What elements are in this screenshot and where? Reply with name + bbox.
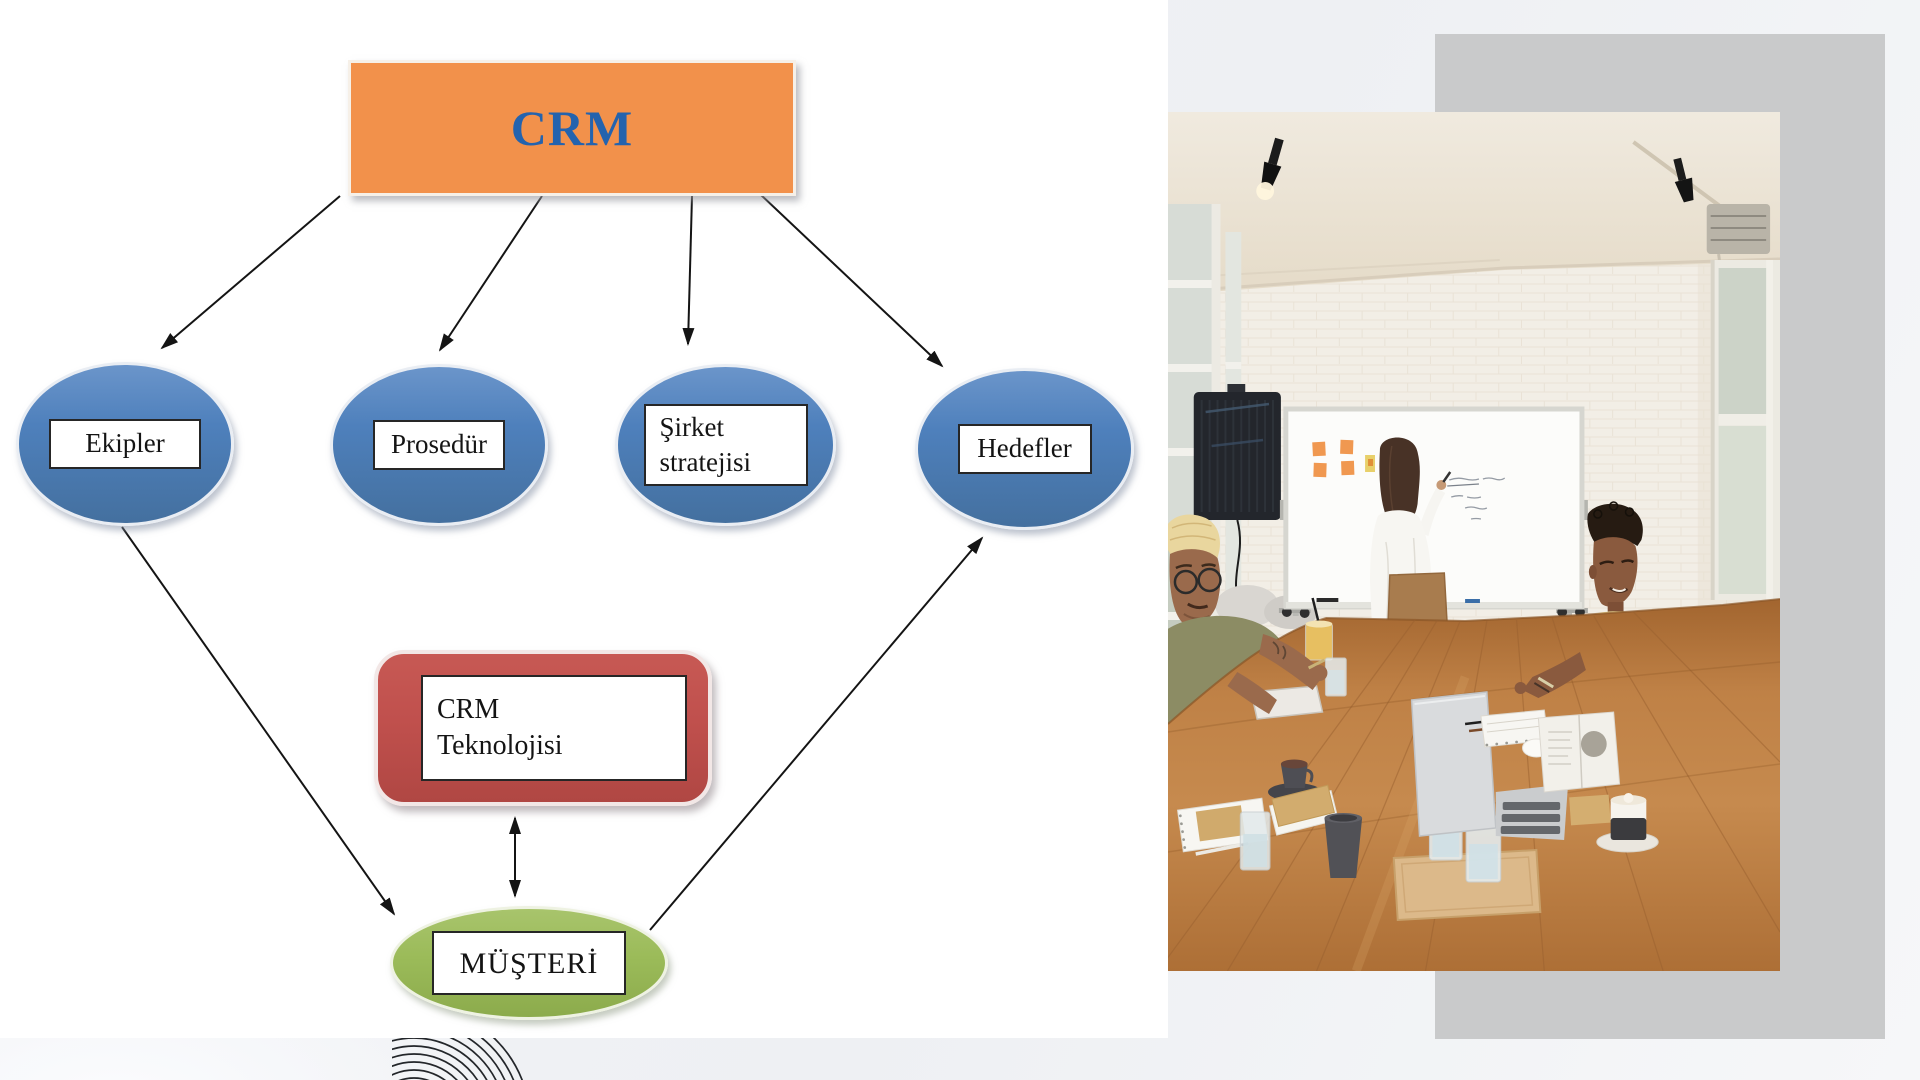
sirket-label-line2: stratejisi: [659, 447, 751, 477]
edge-crm-ekipler: [160, 195, 341, 350]
paper-cup: [1324, 813, 1363, 878]
crm-teknolojisi-line2: Teknolojisi: [437, 730, 563, 761]
juice-glass: [1305, 597, 1333, 661]
sirket-label-line1: Şirket: [659, 411, 725, 442]
zigzag-mug: [1596, 793, 1659, 853]
table-objects: [1176, 597, 1659, 922]
ekipler-label: Ekipler: [85, 428, 165, 459]
hedefler-label: Hedefler: [977, 433, 1072, 464]
node-hedefler: Hedefler: [915, 368, 1134, 530]
node-crm-root: CRM: [348, 60, 796, 196]
diagram-panel: CRM Ekipler Prosedür Şirket stratejisi H…: [16, 60, 1134, 1020]
node-prosedur: Prosedür: [330, 364, 548, 526]
node-musteri: MÜŞTERİ: [390, 906, 668, 1020]
card-stack: [1268, 784, 1339, 836]
track-light-right: [1673, 157, 1694, 203]
water-glass-b: [1239, 811, 1271, 871]
node-ekipler: Ekipler: [16, 362, 234, 526]
node-sirket-stratejisi: Şirket stratejisi: [615, 364, 836, 526]
ceiling: [1168, 112, 1780, 295]
musteri-label-box: MÜŞTERİ: [432, 931, 626, 995]
ekipler-label-box: Ekipler: [49, 419, 201, 469]
musteri-label: MÜŞTERİ: [459, 946, 599, 980]
edge-crm-prosedur: [438, 195, 543, 352]
edge-crm-sirket: [682, 195, 695, 346]
sirket-label-box: Şirket stratejisi: [643, 404, 808, 486]
prosedur-label: Prosedür: [391, 429, 487, 460]
whiteboard-writing: [1447, 477, 1506, 520]
crm-teknolojisi-line1: CRM: [437, 693, 500, 725]
edge-ekipler-musteri: [121, 526, 396, 916]
right-window: [1710, 260, 1780, 600]
crm-root-label: CRM: [510, 100, 634, 156]
laptop-silver: [1410, 691, 1569, 840]
sticky-notes: [1312, 439, 1375, 478]
crm-teknolojisi-label-box: CRM Teknolojisi: [421, 675, 687, 781]
decorative-arc-fan: [392, 1038, 524, 1080]
edge-crm-hedefler: [759, 193, 944, 368]
open-book: [1537, 711, 1621, 793]
pen-left: [1195, 843, 1242, 856]
water-glass-a: [1324, 657, 1347, 697]
notebook-tan: [1569, 794, 1611, 826]
hedefler-label-box: Hedefler: [957, 424, 1092, 474]
man-yellow-forearm: [1514, 652, 1586, 698]
meeting-photo: [1168, 112, 1780, 971]
node-crm-teknolojisi: CRM Teknolojisi: [374, 650, 712, 806]
track-light-left: [1256, 137, 1284, 201]
prosedur-label-box: Prosedür: [373, 420, 505, 470]
man-blonde-arms: [1227, 634, 1328, 714]
